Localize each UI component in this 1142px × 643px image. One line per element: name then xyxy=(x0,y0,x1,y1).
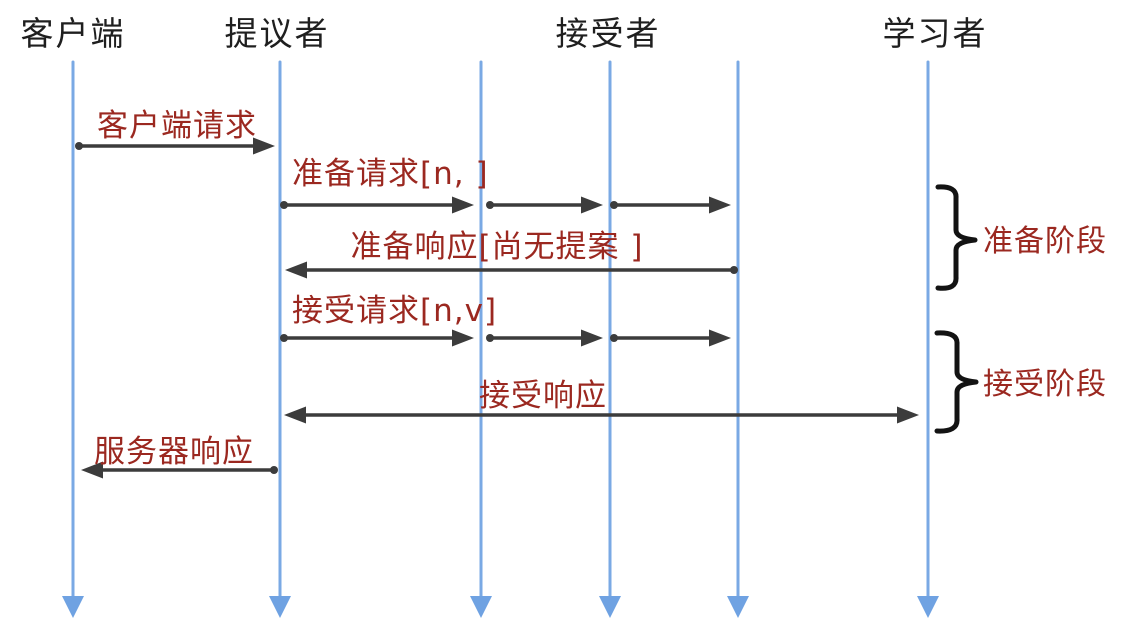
arrow-down-icon xyxy=(62,596,84,618)
message-label-prepare-request: 准备请求[n, ] xyxy=(292,156,489,192)
arrow-down-icon xyxy=(917,596,939,618)
lifeline-acceptor-3 xyxy=(727,60,749,618)
arrow-right-icon xyxy=(709,196,731,214)
brace-icon xyxy=(934,330,979,434)
message-label-client-request: 客户端请求 xyxy=(97,108,257,144)
message-prepare-response: 准备响应[尚无提案 ] xyxy=(285,229,738,279)
lifeline-learner xyxy=(917,60,939,618)
phase-label-prepare: 准备阶段 xyxy=(983,224,1107,259)
accept-phase-annotation: 接受阶段 xyxy=(934,330,1107,434)
message-label-server-response: 服务器响应 xyxy=(94,434,254,470)
prepare-phase-annotation: 准备阶段 xyxy=(935,184,1107,291)
arrow-left-icon xyxy=(81,461,103,479)
actor-label-client: 客户端 xyxy=(21,14,126,53)
lifeline-acceptor-2 xyxy=(599,60,621,618)
message-label-accept-request: 接受请求[n,v] xyxy=(292,293,497,329)
message-label-accept-response: 接受响应 xyxy=(479,378,607,414)
actor-label-proposer: 提议者 xyxy=(225,14,330,53)
arrow-right-icon xyxy=(581,196,603,214)
arrow-down-icon xyxy=(470,596,492,618)
message-accept-request: 接受请求[n,v] xyxy=(280,293,731,347)
arrow-left-icon xyxy=(285,261,307,279)
arrow-right-icon xyxy=(452,329,474,347)
actor-label-acceptor: 接受者 xyxy=(556,14,661,53)
lifeline-proposer xyxy=(269,60,291,618)
message-label-prepare-response: 准备响应[尚无提案 ] xyxy=(350,229,643,265)
message-prepare-request: 准备请求[n, ] xyxy=(280,156,731,214)
arrow-down-icon xyxy=(727,596,749,618)
arrow-down-icon xyxy=(599,596,621,618)
lifeline-client xyxy=(62,60,84,618)
message-accept-response: 接受响应 xyxy=(284,378,919,424)
actor-label-learner: 学习者 xyxy=(883,14,988,53)
arrow-down-icon xyxy=(269,596,291,618)
arrow-left-icon xyxy=(284,406,306,424)
arrow-right-icon xyxy=(452,196,474,214)
phase-label-accept: 接受阶段 xyxy=(983,367,1107,402)
message-server-response: 服务器响应 xyxy=(81,434,278,479)
arrow-right-icon xyxy=(253,137,275,155)
arrow-right-icon xyxy=(897,406,919,424)
brace-icon xyxy=(935,184,978,291)
message-client-request: 客户端请求 xyxy=(75,108,275,155)
arrow-right-icon xyxy=(581,329,603,347)
arrow-right-icon xyxy=(709,329,731,347)
lifeline-acceptor-1 xyxy=(470,60,492,618)
